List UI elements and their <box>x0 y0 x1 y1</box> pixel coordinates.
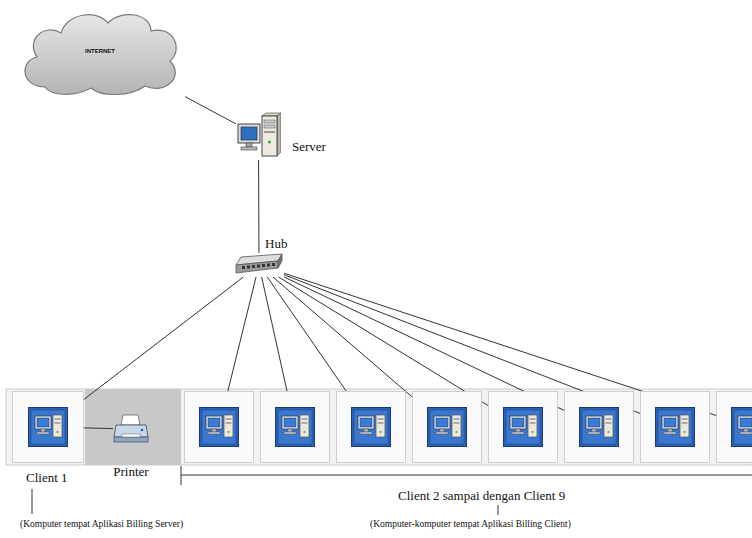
network-hub: Hub <box>234 253 284 277</box>
group-label: Client 2 sampai dengan Client 9 <box>398 489 565 503</box>
client-computer-outline <box>351 407 391 447</box>
client-computer-icon <box>200 408 239 447</box>
client-computer-icon <box>276 408 315 447</box>
server-computer-icon <box>238 113 281 156</box>
printer-outline <box>113 413 149 445</box>
note-text: (Komputer-komputer tempat Aplikasi Billi… <box>370 519 571 529</box>
internet-cloud: INTERNET <box>15 5 185 97</box>
client-computer <box>488 391 558 463</box>
network-cable <box>228 277 256 391</box>
network-cable <box>262 277 287 391</box>
client-computer-icon <box>656 408 695 447</box>
network-cable <box>279 277 488 406</box>
client-computer-icon <box>29 408 68 447</box>
client-computer-outline <box>28 407 68 447</box>
client-computer-icon <box>504 408 543 447</box>
network-hub-icon <box>236 254 282 273</box>
leader-line <box>32 489 33 514</box>
client-computer <box>336 391 406 463</box>
network-hub-outline <box>234 253 284 277</box>
network-cable <box>84 277 243 399</box>
client-computer-icon <box>580 408 619 447</box>
client-computer <box>564 391 634 463</box>
client-computer-icon <box>428 408 467 447</box>
computer-row <box>6 389 752 465</box>
leader-line <box>498 505 499 515</box>
client-computer <box>716 391 752 463</box>
note-text: (Komputer tempat Aplikasi Billing Server… <box>20 519 183 529</box>
network-cable <box>185 97 236 124</box>
client-computer-outline <box>731 407 752 447</box>
client-computer-outline <box>275 407 315 447</box>
node-label: Printer <box>113 465 148 479</box>
network-cable <box>258 160 259 253</box>
client-computer <box>640 391 710 463</box>
printer-cell <box>85 389 181 465</box>
client-computer-outline <box>199 407 239 447</box>
node-label: Server <box>292 140 326 154</box>
server-computer: Server <box>236 112 281 160</box>
server-computer-outline <box>236 112 281 160</box>
client-computer <box>412 391 482 463</box>
client-computer <box>184 391 254 463</box>
printer-icon <box>114 415 148 442</box>
node-label: INTERNET <box>85 48 115 55</box>
client-computer-icon <box>352 408 391 447</box>
network-cable <box>273 277 412 397</box>
printer: Printer <box>113 413 149 445</box>
client-computer-icon <box>732 408 752 447</box>
client-computer-outline <box>655 407 695 447</box>
client-computer <box>260 391 330 463</box>
client-computer: Client 1 <box>12 391 84 463</box>
node-label: Client 1 <box>26 471 68 485</box>
network-cable <box>84 427 113 429</box>
client-computer-outline <box>579 407 619 447</box>
node-label: Hub <box>265 237 287 251</box>
client-computer-outline <box>427 407 467 447</box>
bracket-line <box>181 475 752 476</box>
client-computer-outline <box>503 407 543 447</box>
internet-cloud-icon <box>25 15 176 95</box>
